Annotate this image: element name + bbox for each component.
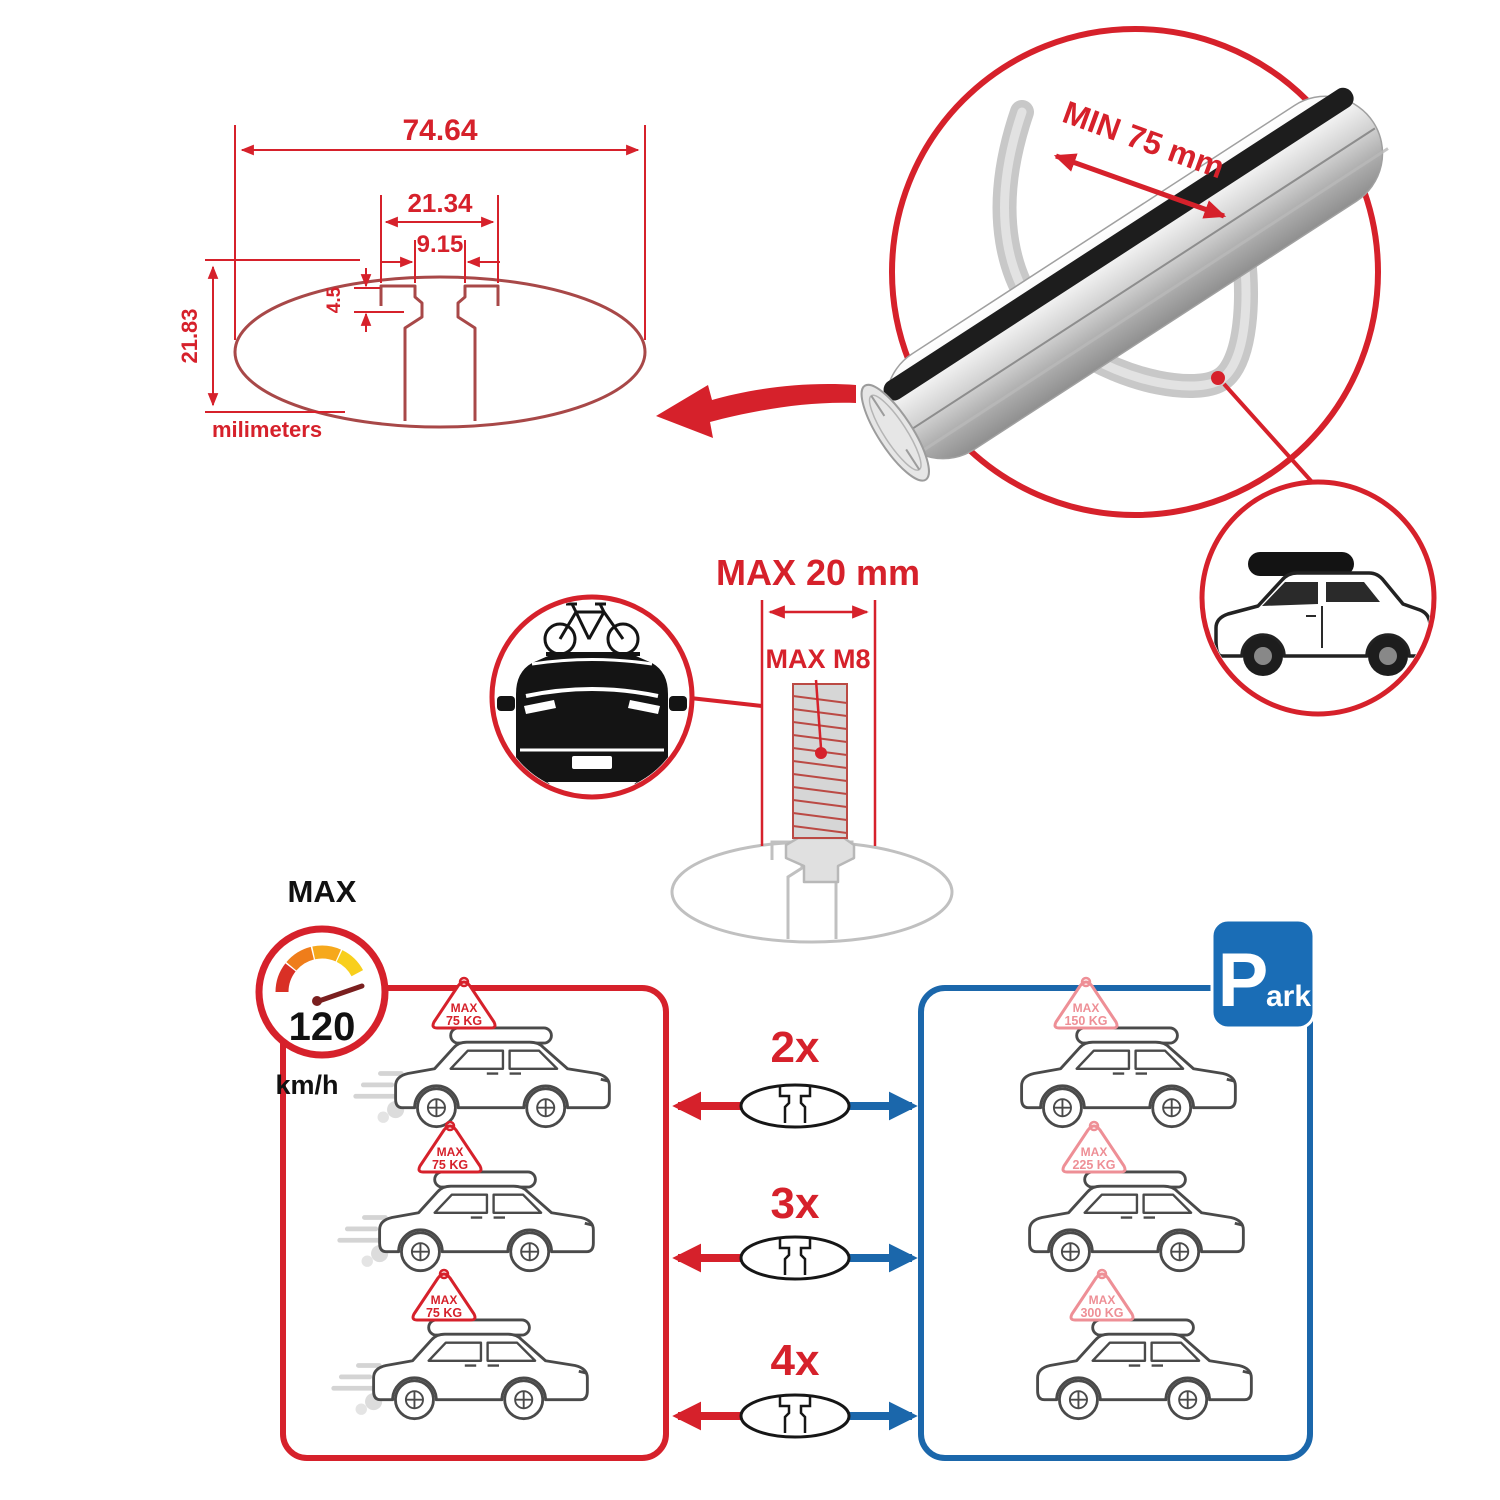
tag-weight-label: 150 KG — [1064, 1014, 1107, 1028]
dim-slot-inner-label: 9.15 — [417, 231, 464, 258]
parking-letter: P — [1218, 938, 1269, 1023]
dim-lip-depth-label: 4.5 — [324, 286, 345, 313]
suv-roofbox-badge — [1199, 479, 1437, 717]
tag-weight-label: 225 KG — [1072, 1158, 1115, 1172]
parking-suffix: ark — [1266, 980, 1311, 1013]
speed-max-label: MAX — [288, 874, 357, 909]
speed-value: 120 — [289, 1005, 356, 1049]
roof-load-tag: MAX 75 KG — [411, 1268, 477, 1322]
badge-connector-line — [1222, 382, 1314, 484]
suv-roofbox-icon — [1214, 552, 1431, 676]
multiplier-label: 4x — [771, 1336, 820, 1385]
crossbar-profile-icon — [739, 1393, 851, 1439]
dim-slot-inner — [380, 240, 500, 283]
dim-total-width-label: 74.64 — [402, 114, 477, 147]
bolt-leader-line — [814, 679, 823, 749]
dim-total-height — [205, 259, 360, 413]
dim-slot-outer-label: 21.34 — [407, 188, 473, 218]
load-row-3: 4x — [672, 1336, 918, 1439]
cross-section-diagram: 74.64 21.34 9.15 4.5 21.83 milimeters — [177, 114, 647, 442]
tag-max-label: MAX — [451, 1001, 478, 1015]
bolt-spec-diagram: MAX 20 mm MAX M8 — [670, 552, 954, 944]
dim-slot-outer — [380, 195, 499, 283]
roof-load-tag: MAX 150 KG — [1053, 976, 1119, 1030]
speed-unit: km/h — [275, 1070, 338, 1100]
unit-label: milimeters — [212, 417, 322, 442]
dim-total-width — [234, 125, 646, 340]
multiplier-label: 2x — [771, 1023, 820, 1072]
tag-weight-label: 300 KG — [1080, 1306, 1123, 1320]
crossbar-profile-icon — [739, 1235, 851, 1281]
rubber-strip — [883, 87, 1354, 401]
tag-weight-label: 75 KG — [432, 1158, 468, 1172]
max-bolt-label: MAX M8 — [765, 644, 870, 674]
roof-load-tag: MAX 300 KG — [1069, 1268, 1135, 1322]
gauge-needle — [313, 983, 365, 1005]
tag-weight-label: 75 KG — [426, 1306, 462, 1320]
bolt-t-head — [784, 836, 856, 884]
front-badge-connector — [689, 696, 763, 708]
load-row-1: 2x — [672, 1023, 918, 1129]
car-front-bike-badge — [489, 594, 763, 800]
bolt-icon — [792, 683, 848, 839]
tag-max-label: MAX — [1081, 1145, 1108, 1159]
profile-ellipse — [233, 275, 647, 429]
tag-max-label: MAX — [1073, 1001, 1100, 1015]
crossbar-photo — [860, 87, 1389, 482]
max-width-label: MAX 20 mm — [716, 552, 920, 593]
bar-end-face — [860, 383, 930, 482]
roof-rail-hoop — [992, 100, 1258, 398]
crossbar-closeup: MIN 75 mm — [860, 26, 1389, 518]
pointer-arrow — [656, 384, 856, 438]
dim-lip-depth — [354, 268, 404, 332]
roof-load-tag: MAX 75 KG — [417, 1120, 483, 1174]
dim-total-height-label: 21.83 — [177, 308, 202, 363]
speed-limit-gauge: MAX 120 km/h — [255, 874, 389, 1100]
tag-max-label: MAX — [431, 1293, 458, 1307]
gauge-arcs — [275, 945, 364, 993]
multiplier-label: 3x — [771, 1179, 820, 1228]
rail-attachment-dot — [1211, 371, 1225, 385]
roof-load-tag: MAX 75 KG — [431, 976, 497, 1030]
crossbar-profile-icon — [739, 1083, 851, 1129]
roof-load-tag: MAX 225 KG — [1061, 1120, 1127, 1174]
tag-max-label: MAX — [1089, 1293, 1116, 1307]
dim-max-width — [760, 600, 877, 846]
tag-weight-label: 75 KG — [446, 1014, 482, 1028]
profile-channel — [379, 284, 500, 421]
bolt-leader-dot — [815, 747, 827, 759]
tag-max-label: MAX — [437, 1145, 464, 1159]
parking-sign: P ark — [1210, 918, 1316, 1030]
min-span-arrow — [1053, 153, 1227, 219]
load-row-2: 3x — [672, 1179, 918, 1281]
